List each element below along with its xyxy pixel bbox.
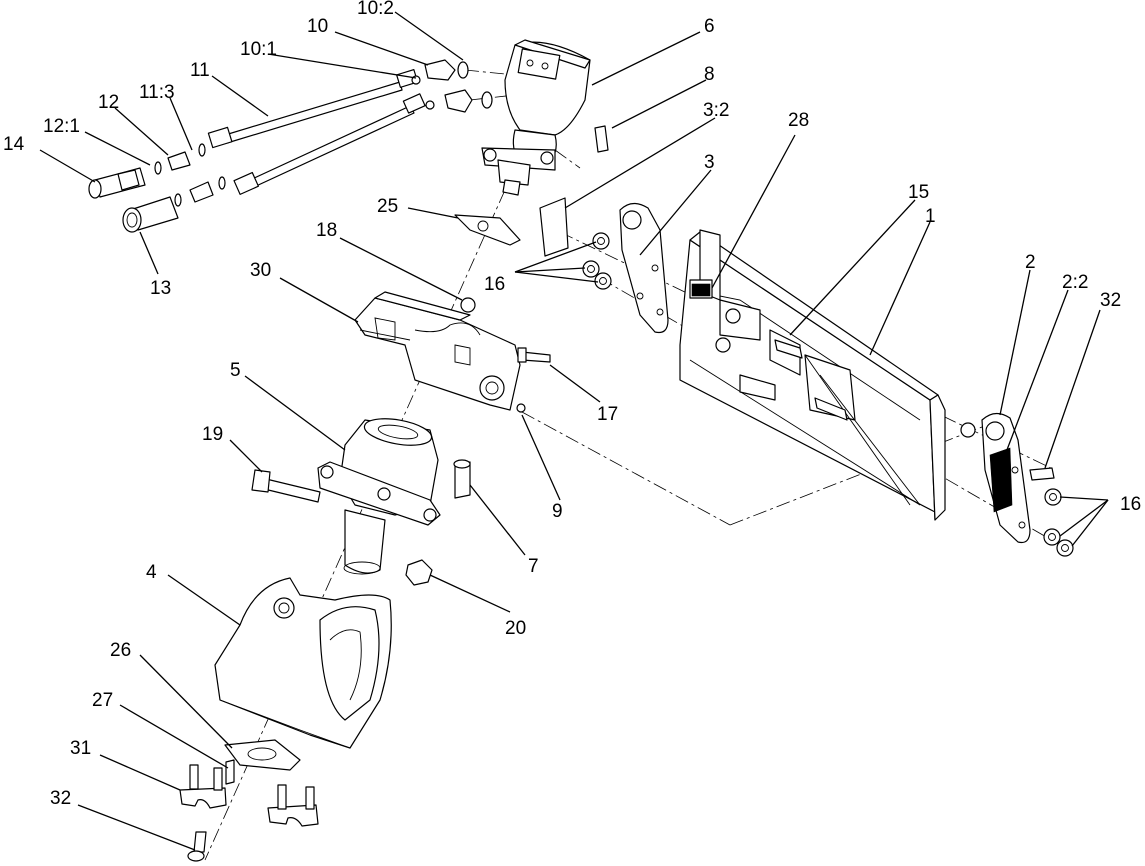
callout-10-2: 10:2: [357, 0, 394, 19]
grease-fitting-part-9: [516, 403, 526, 413]
callout-10-1: 10:1: [240, 39, 277, 60]
callout-5: 5: [230, 360, 241, 381]
left-bracket-part-3: [619, 202, 669, 334]
callout-labels: 1 2 2:2 3 3:2 4 5 6 7 8 9 10 10:1 10:2 1…: [3, 0, 1141, 809]
callout-4: 4: [146, 562, 157, 583]
coupler-part-14: [88, 167, 146, 199]
nut-part-20: [405, 559, 433, 586]
callout-11: 11: [190, 60, 210, 81]
callout-12: 12: [98, 92, 119, 113]
callout-32-right: 32: [1100, 290, 1121, 311]
callout-15: 15: [908, 182, 929, 203]
bolt-part-17: [517, 347, 551, 363]
callout-10: 10: [307, 16, 328, 37]
callout-6: 6: [704, 16, 715, 37]
callout-1: 1: [925, 206, 936, 227]
hose-part-11-lower: [233, 93, 426, 195]
callout-30: 30: [250, 260, 271, 281]
fittings-part-12: [154, 143, 226, 207]
callout-7: 7: [528, 556, 539, 577]
nuts-part-16-right: [960, 422, 1074, 557]
bolt-part-7: [453, 459, 471, 499]
callout-25: 25: [377, 196, 398, 217]
callout-28: 28: [788, 110, 809, 131]
callout-16-left: 16: [484, 274, 505, 295]
coupler-part-13: [122, 196, 179, 233]
right-bracket-part-2: [981, 412, 1031, 544]
gasket-part-25: [454, 214, 521, 246]
callout-27: 27: [92, 690, 113, 711]
callout-31: 31: [70, 738, 91, 759]
frame-pins-part-15: [715, 308, 848, 421]
callout-2-2: 2:2: [1062, 272, 1088, 293]
bolt-part-32-right: [1029, 467, 1055, 481]
callout-2: 2: [1025, 252, 1036, 273]
callout-3-2: 3:2: [703, 100, 729, 121]
bearing-housing-part-5: [317, 418, 441, 575]
callout-3: 3: [704, 152, 715, 173]
motor-part-6: [481, 39, 591, 196]
callout-12-1: 12:1: [43, 116, 80, 137]
callout-20: 20: [505, 618, 526, 639]
callout-32-left: 32: [50, 788, 71, 809]
hose-part-11-upper: [207, 69, 419, 149]
housing-part-30: [354, 291, 521, 411]
bolt-part-19: [251, 469, 321, 503]
callout-17: 17: [597, 404, 618, 425]
nut-part-18: [460, 297, 476, 313]
bolt-part-8: [594, 125, 609, 153]
base-housing-part-4: [214, 577, 392, 749]
washer-part-26: [224, 739, 301, 771]
callout-26: 26: [110, 640, 131, 661]
callout-11-3: 11:3: [139, 82, 175, 103]
nuts-part-16-left: [582, 232, 612, 290]
leader-lines: [39, 11, 1109, 851]
pin-part-27: [225, 759, 235, 785]
callout-14: 14: [3, 134, 25, 155]
decal-part-3-2: [539, 197, 569, 257]
decal-part-28: [691, 283, 711, 297]
callout-19: 19: [202, 424, 223, 445]
callout-16-right: 16: [1120, 494, 1141, 515]
bolt-part-32-left: [187, 831, 207, 862]
callout-18: 18: [316, 220, 337, 241]
callout-8: 8: [704, 64, 715, 85]
clamp-part-31-left: [179, 764, 227, 809]
fittings-part-10: [411, 59, 493, 113]
callout-9: 9: [552, 501, 563, 522]
callout-13: 13: [150, 278, 171, 299]
clamp-part-31-right: [267, 784, 319, 827]
